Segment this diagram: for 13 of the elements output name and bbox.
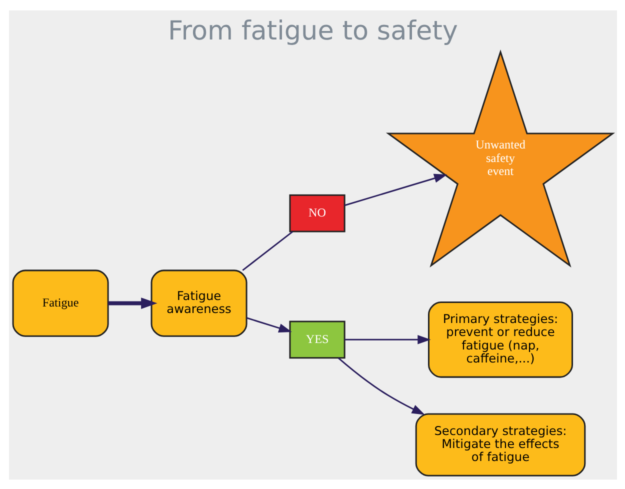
arrow — [246, 316, 292, 332]
arrow — [344, 334, 430, 344]
node-box: Secondary strategies: Mitigate the effects of fatigue — [414, 412, 586, 476]
node-box: Primary strategies: prevent or reduce fatigue (nap, caffeine,...) — [427, 301, 573, 378]
node-box: Fatigue — [12, 269, 108, 336]
arrow — [344, 173, 447, 206]
arrow — [108, 297, 157, 308]
node-box: YES — [288, 320, 345, 358]
node-box: NO — [288, 194, 345, 232]
connector — [242, 230, 293, 270]
diagram-title: From fatigue to safety — [168, 16, 458, 46]
node-box: Fatigue awareness — [150, 269, 247, 336]
arrow — [337, 356, 424, 414]
